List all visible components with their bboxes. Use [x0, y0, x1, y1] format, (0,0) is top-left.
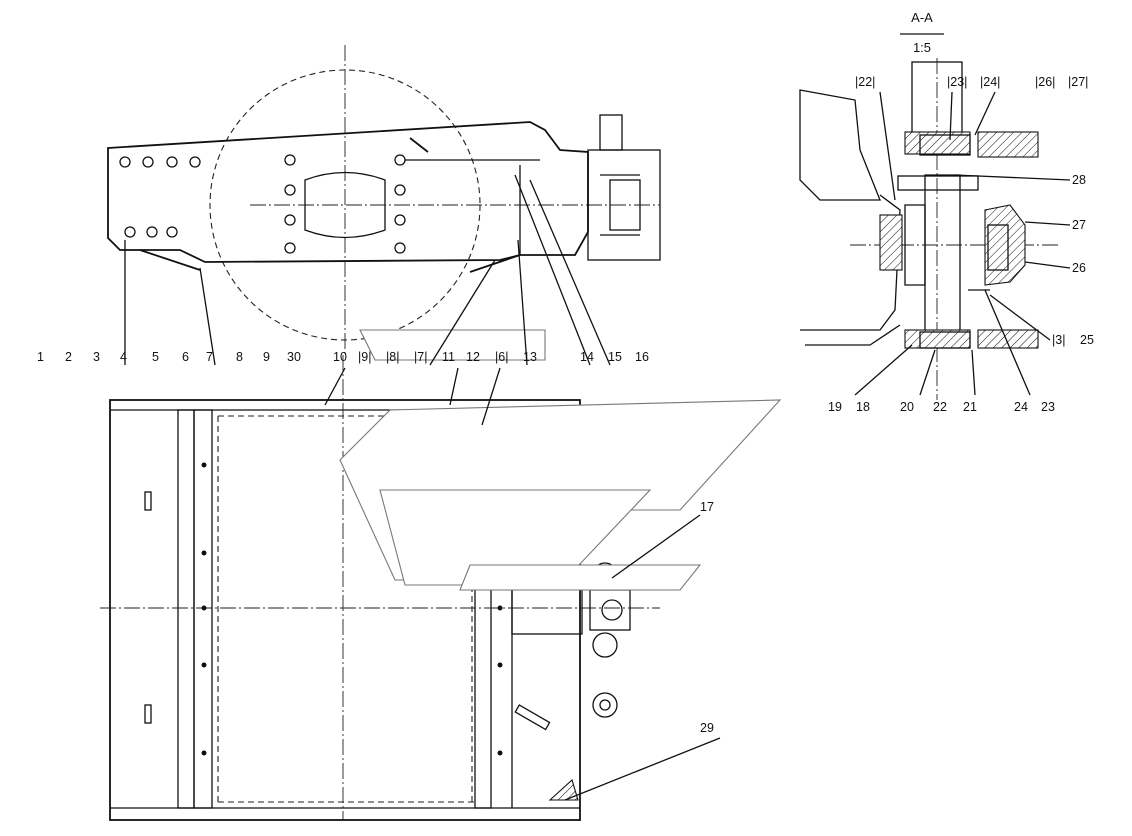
section-label-3-boxed: |3|: [1052, 333, 1065, 347]
part-label-4: 4: [120, 350, 127, 364]
part-label-7: 7: [206, 350, 213, 364]
top-frame-outline: [107, 121, 589, 263]
part-label-29: 29: [700, 721, 714, 735]
part-label-8-boxed: |8|: [386, 350, 399, 364]
front-frame-outline: [109, 399, 581, 821]
part-labels: 1 2 3 4 5 6 7 8 9 30 10 |9| |8| |7| 11 1…: [37, 75, 1094, 735]
section-scale: 1:5: [913, 40, 931, 55]
section-label-23-boxed: |23|: [947, 75, 967, 89]
part-label-7-boxed: |7|: [414, 350, 427, 364]
part-label-8: 8: [236, 350, 243, 364]
section-label-22-boxed: |22|: [855, 75, 875, 89]
section-label-22: 22: [933, 400, 947, 414]
part-label-9-boxed: |9|: [358, 350, 371, 364]
part-label-9: 9: [263, 350, 270, 364]
end-plate-holes: [119, 156, 201, 238]
section-label-27-boxed: |27|: [1068, 75, 1088, 89]
part-label-6-boxed: |6|: [495, 350, 508, 364]
part-label-3: 3: [93, 350, 100, 364]
part-label-14: 14: [580, 350, 594, 364]
part-label-2: 2: [65, 350, 72, 364]
part-label-30: 30: [287, 350, 301, 364]
section-label-28: 28: [1072, 173, 1086, 187]
part-label-13: 13: [523, 350, 537, 364]
bolt-pattern: [284, 154, 406, 254]
section-label-25: 25: [1080, 333, 1094, 347]
section-label-20: 20: [900, 400, 914, 414]
part-label-15: 15: [608, 350, 622, 364]
section-label-27: 27: [1072, 218, 1086, 232]
section-label-18: 18: [856, 400, 870, 414]
part-label-1: 1: [37, 350, 44, 364]
part-label-5: 5: [152, 350, 159, 364]
oval-cutout: [304, 171, 386, 239]
watermark-chevrons: [339, 329, 782, 591]
section-label-26-boxed: |26|: [1035, 75, 1055, 89]
section-label-26: 26: [1072, 261, 1086, 275]
section-label-21: 21: [963, 400, 977, 414]
section-label-24-boxed: |24|: [980, 75, 1000, 89]
part-label-10: 10: [333, 350, 347, 364]
leader-lines: [124, 91, 1071, 801]
section-label-23: 23: [1041, 400, 1055, 414]
top-view: [107, 45, 661, 355]
section-label-24: 24: [1014, 400, 1028, 414]
part-label-12: 12: [466, 350, 480, 364]
part-label-17: 17: [700, 500, 714, 514]
top-bearing-housing: [587, 114, 661, 261]
part-label-16: 16: [635, 350, 649, 364]
part-label-6: 6: [182, 350, 189, 364]
part-label-11: 11: [442, 350, 455, 364]
section-title: A-A: [911, 10, 933, 25]
section-a-a: A-A 1:5: [799, 10, 1060, 400]
section-label-19: 19: [828, 400, 842, 414]
